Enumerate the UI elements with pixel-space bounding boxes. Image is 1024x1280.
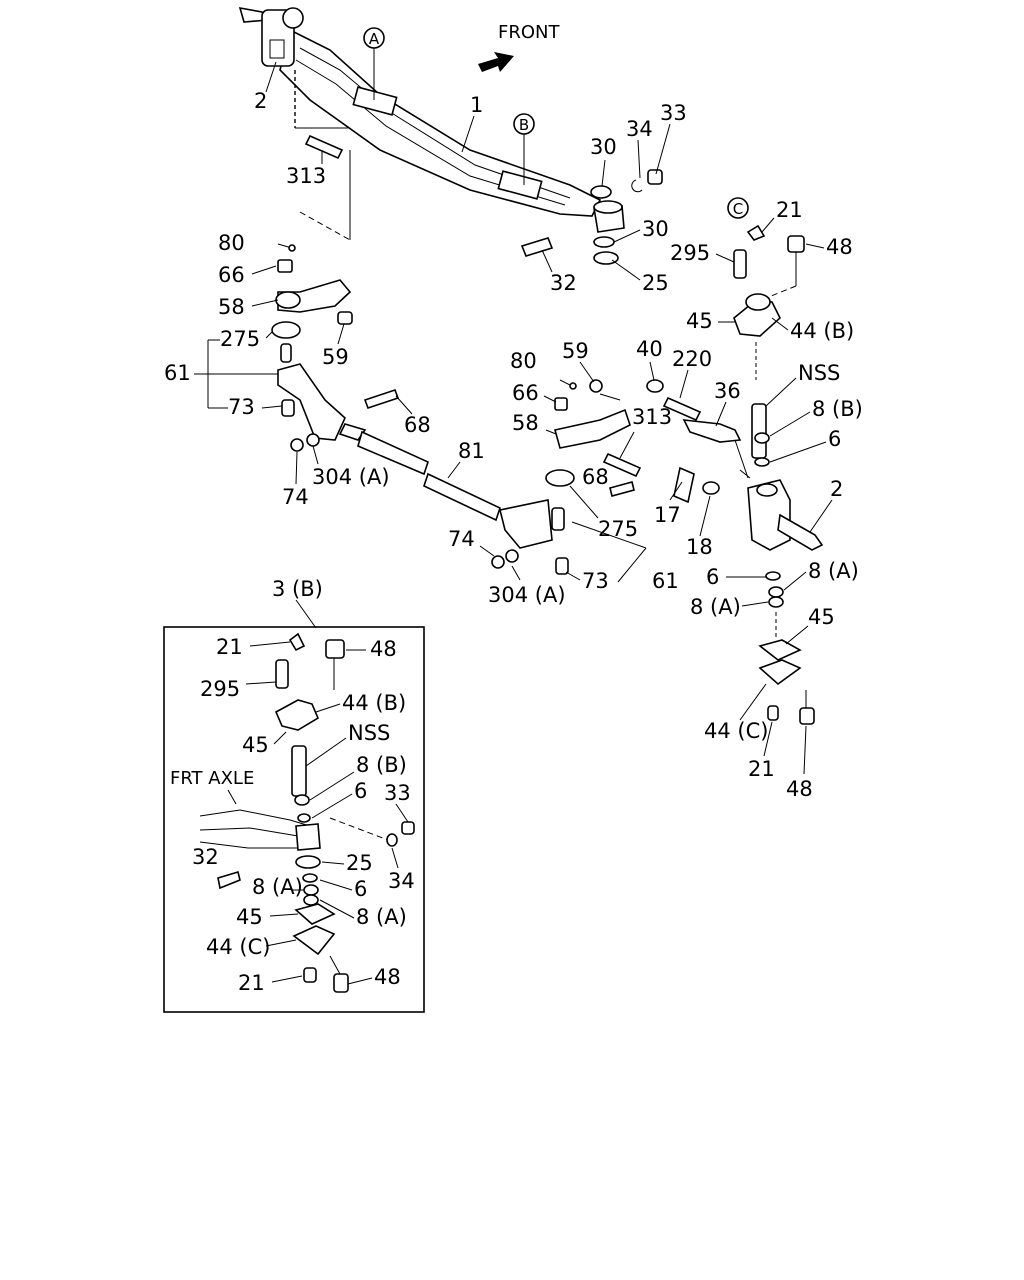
svg-text:FRONT: FRONT — [498, 22, 560, 43]
label-73-center: 73 — [582, 569, 609, 593]
upper-right-hardware — [520, 169, 663, 265]
label-48-top: 48 — [826, 235, 853, 259]
label-6-detail-top: 6 — [354, 779, 367, 803]
label-21-detail-top: 21 — [216, 635, 243, 659]
view-ref-b: B — [513, 113, 535, 185]
label-313-center: 313 — [632, 405, 672, 429]
label-36: 36 — [714, 379, 741, 403]
label-44b-detail: 44 (B) — [342, 691, 406, 715]
svg-text:C: C — [733, 200, 743, 218]
label-25-detail: 25 — [346, 851, 373, 875]
label-304a-left: 304 (A) — [312, 465, 390, 489]
label-30-top: 30 — [590, 135, 617, 159]
label-32-detail: 32 — [192, 845, 219, 869]
label-34-top: 34 — [626, 117, 653, 141]
label-8a-right-2: 8 (A) — [690, 595, 741, 619]
label-61-center: 61 — [652, 569, 679, 593]
label-58-center: 58 — [512, 411, 539, 435]
label-74-left: 74 — [282, 485, 309, 509]
right-kingpin-stack — [733, 224, 815, 725]
label-68-center: 68 — [582, 465, 609, 489]
label-32-top: 32 — [550, 271, 577, 295]
label-66-top: 66 — [218, 263, 245, 287]
label-44b-top: 44 (B) — [790, 319, 854, 343]
svg-text:A: A — [369, 30, 380, 48]
label-295-top: 295 — [670, 241, 710, 265]
svg-text:B: B — [519, 116, 529, 134]
label-74-center: 74 — [448, 527, 475, 551]
tie-rod — [338, 423, 569, 575]
right-knuckle — [747, 479, 824, 551]
label-6-detail-bottom: 6 — [354, 877, 367, 901]
label-2-left: 2 — [254, 89, 267, 113]
label-81: 81 — [458, 439, 485, 463]
label-33-top: 33 — [660, 101, 687, 125]
label-45-detail-top: 45 — [242, 733, 269, 757]
label-30-mid: 30 — [642, 217, 669, 241]
label-8a-right-1: 8 (A) — [808, 559, 859, 583]
label-59-center: 59 — [562, 339, 589, 363]
label-68-left: 68 — [404, 413, 431, 437]
label-80-center: 80 — [510, 349, 537, 373]
label-80-top: 80 — [218, 231, 245, 255]
label-8a-detail-right: 8 (A) — [356, 905, 407, 929]
label-6-right: 6 — [706, 565, 719, 589]
label-48-detail-bottom: 48 — [374, 965, 401, 989]
label-17: 17 — [654, 503, 681, 527]
label-nss-detail: NSS — [348, 721, 390, 745]
label-313-left: 313 — [286, 164, 326, 188]
label-220: 220 — [672, 347, 712, 371]
svg-text:3 (B): 3 (B) — [272, 577, 323, 601]
label-275-top: 275 — [220, 327, 260, 351]
label-66-center: 66 — [512, 381, 539, 405]
view-ref-a: A — [363, 27, 385, 100]
label-18: 18 — [686, 535, 713, 559]
label-44c-detail: 44 (C) — [206, 935, 270, 959]
center-arm-stack — [545, 379, 751, 504]
label-45-detail-bottom: 45 — [236, 905, 263, 929]
label-40: 40 — [636, 337, 663, 361]
label-48-right: 48 — [786, 777, 813, 801]
label-59-top: 59 — [322, 345, 349, 369]
label-8b-top: 8 (B) — [812, 397, 863, 421]
label-21-right: 21 — [748, 757, 775, 781]
label-304a-center: 304 (A) — [488, 583, 566, 607]
label-6-top: 6 — [828, 427, 841, 451]
left-kingpin-stack — [271, 70, 400, 452]
label-45-top: 45 — [686, 309, 713, 333]
label-8a-detail-left: 8 (A) — [252, 875, 303, 899]
label-34-detail: 34 — [388, 869, 415, 893]
left-knuckle — [238, 6, 304, 67]
front-arrow-icon — [478, 52, 514, 72]
label-33-detail: 33 — [384, 781, 411, 805]
label-21-top: 21 — [776, 198, 803, 222]
svg-text:FRT AXLE: FRT AXLE — [170, 768, 254, 789]
part-labels: 1 2 313 30 34 33 30 25 32 21 48 295 45 4… — [164, 61, 863, 995]
label-nss-top: NSS — [798, 361, 840, 385]
label-58-top: 58 — [218, 295, 245, 319]
label-21-detail-bottom: 21 — [238, 971, 265, 995]
label-1: 1 — [470, 93, 483, 117]
label-275-center: 275 — [598, 517, 638, 541]
label-8b-detail: 8 (B) — [356, 753, 407, 777]
label-73-left: 73 — [228, 395, 255, 419]
label-2-right: 2 — [830, 477, 843, 501]
axle-beam — [279, 28, 602, 217]
label-45-right: 45 — [808, 605, 835, 629]
label-61-left: 61 — [164, 361, 191, 385]
detail-3b: 3 (B) FRT AXLE — [163, 577, 425, 1013]
label-25-top: 25 — [642, 271, 669, 295]
label-295-detail: 295 — [200, 677, 240, 701]
label-48-detail-top: 48 — [370, 637, 397, 661]
label-44c-right: 44 (C) — [704, 719, 768, 743]
view-ref-c: C — [727, 197, 749, 219]
front-direction-indicator: FRONT — [478, 22, 560, 72]
